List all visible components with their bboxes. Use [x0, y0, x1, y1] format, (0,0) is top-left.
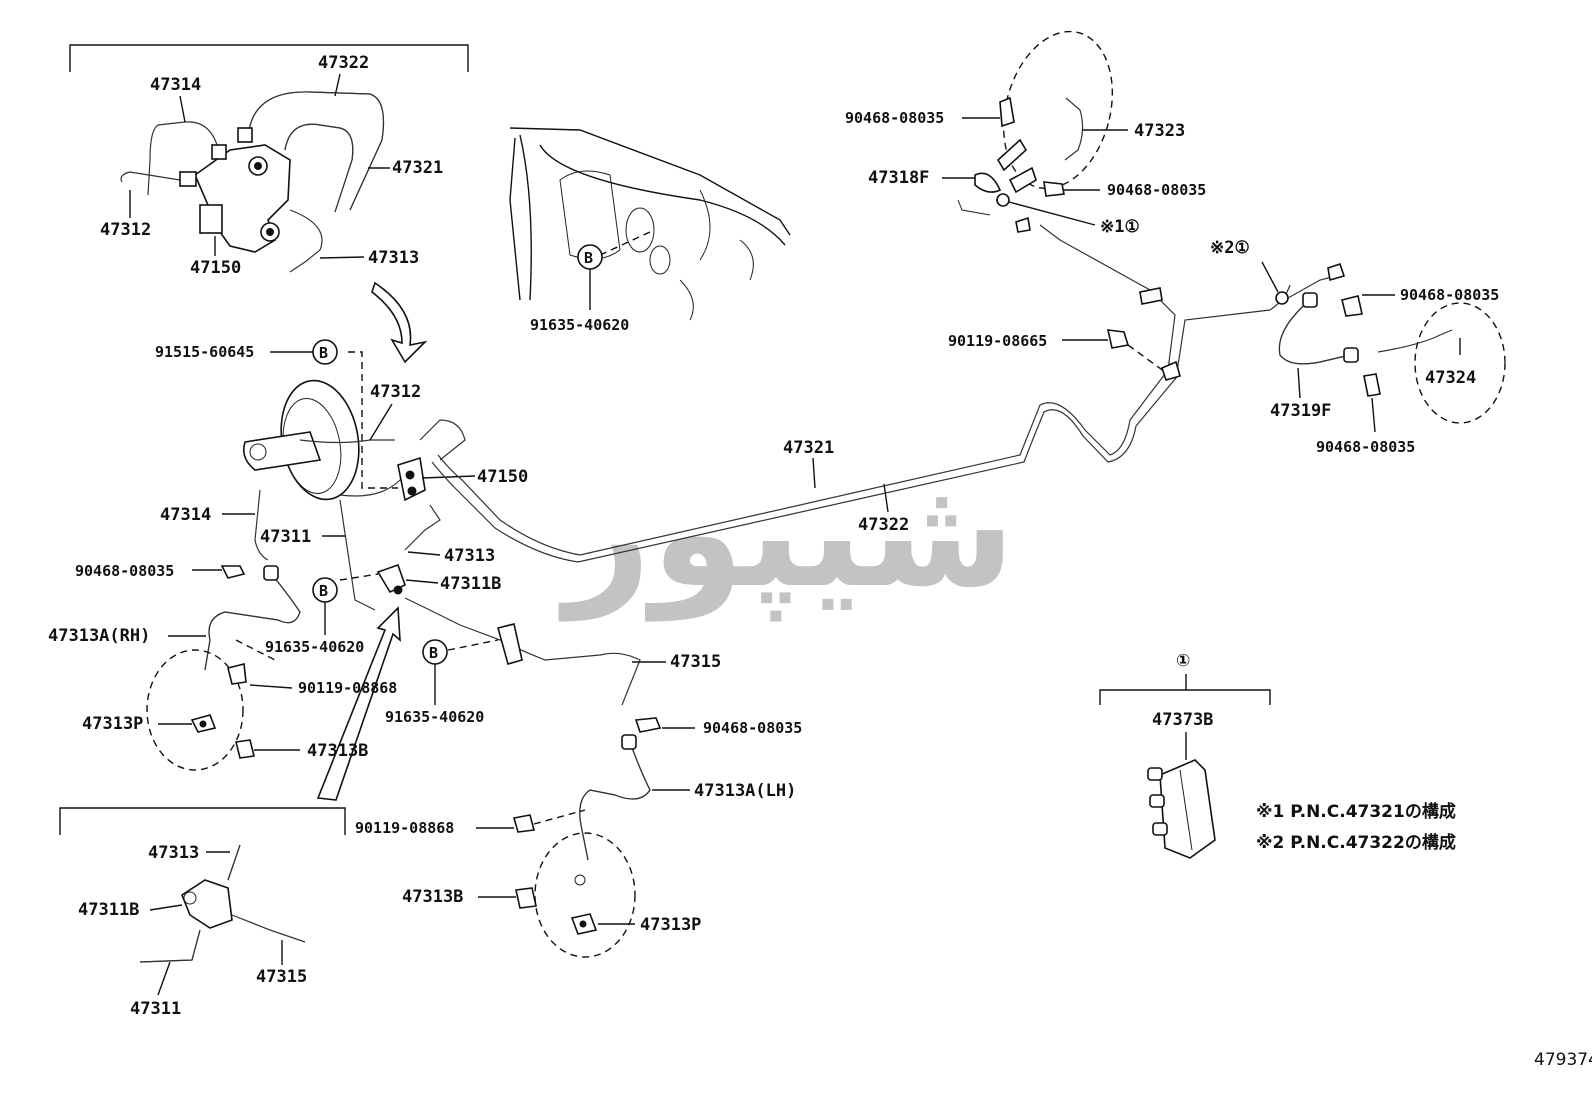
rear-rh-area: 90468-08035 47323 47318F 90468-08035 ※1① — [845, 30, 1206, 237]
label-47311B-bottom: 47311B — [78, 900, 139, 920]
label-47318F: 47318F — [868, 168, 929, 188]
label-90468-08035-left: 90468-08035 — [75, 562, 174, 580]
footnote-2: ※2 P.N.C.47322の構成 — [1256, 832, 1456, 853]
bracket-top-left — [69, 44, 469, 72]
label-47313B-left: 47313B — [307, 741, 368, 761]
label-47313P-mid: 47313P — [640, 915, 701, 935]
label-47311-main: 47311 — [260, 527, 311, 547]
diagram-number: 479374 — [1534, 1050, 1592, 1070]
firewall-panel: B 91635-40620 — [509, 127, 791, 334]
label-90119-08868-left: 90119-08868 — [298, 679, 397, 697]
label-47312-main: 47312 — [370, 382, 421, 402]
label-90119-08868-mid: 90119-08868 — [355, 819, 454, 837]
kit-47373B: ① 47373B — [1099, 651, 1271, 859]
label-note1: ※1① — [1100, 217, 1140, 237]
watermark-logo: شیپور — [558, 447, 1015, 622]
master-cylinder-area: B 91515-60645 47312 47150 47314 47311 47… — [75, 339, 528, 801]
label-47312-top: 47312 — [100, 220, 151, 240]
label-90468-08035-tr-a: 90468-08035 — [845, 109, 944, 127]
lh-hose-area: B 91635-40620 47315 90468-08035 47313A(L… — [355, 597, 802, 958]
label-47324: 47324 — [1425, 368, 1476, 388]
label-47313-bottom: 47313 — [148, 843, 199, 863]
label-90468-08035-mid: 90468-08035 — [703, 719, 802, 737]
label-90468-08035-tr-b: 90468-08035 — [1107, 181, 1206, 199]
top-left-assembly: 47322 47314 47321 47312 47150 47313 — [69, 44, 469, 278]
label-47150-top: 47150 — [190, 258, 241, 278]
rh-hose: 47313A(RH) 90119-08868 47313P 47313B — [48, 565, 397, 771]
footnote-1: ※1 P.N.C.47321の構成 — [1256, 801, 1456, 822]
b-marker-2: B — [319, 582, 328, 600]
label-47314-top: 47314 — [150, 75, 201, 95]
b-marker-3: B — [429, 644, 438, 662]
label-90119-08665: 90119-08665 — [948, 332, 1047, 350]
label-47319F: 47319F — [1270, 401, 1331, 421]
label-47315-main: 47315 — [670, 652, 721, 672]
b-marker-1: B — [319, 344, 328, 362]
label-91635-40620-mid: 91635-40620 — [265, 638, 364, 656]
bottom-left-assembly: 47313 47311B 47315 47311 — [59, 807, 346, 1019]
label-47315-bottom: 47315 — [256, 967, 307, 987]
label-90468-08035-tr-d: 90468-08035 — [1316, 438, 1415, 456]
label-90468-08035-tr-c: 90468-08035 — [1400, 286, 1499, 304]
label-47311-bottom: 47311 — [130, 999, 181, 1019]
kit-circle-marker: ① — [1176, 651, 1190, 671]
label-47314-main: 47314 — [160, 505, 211, 525]
label-91635-40620-low: 91635-40620 — [385, 708, 484, 726]
label-91635-40620-top: 91635-40620 — [530, 316, 629, 334]
label-91515-60645: 91515-60645 — [155, 343, 254, 361]
rear-lh-area: ※2① 90468-08035 47324 47319F 90468-08035 — [1210, 238, 1506, 456]
label-47322-top: 47322 — [318, 53, 369, 73]
label-47313-main: 47313 — [444, 546, 495, 566]
svg-text:شیپور: شیپور — [558, 447, 1015, 622]
label-47323: 47323 — [1134, 121, 1185, 141]
label-47311B-main: 47311B — [440, 574, 501, 594]
label-47313A-RH: 47313A(RH) — [48, 626, 150, 646]
arrow-down — [371, 281, 428, 364]
main-brake-lines: 47321 47322 90119-08665 — [431, 224, 1291, 563]
label-47321-pipe: 47321 — [783, 438, 834, 458]
label-47313B-mid: 47313B — [402, 887, 463, 907]
label-47322-pipe: 47322 — [858, 515, 909, 535]
arrow-up — [316, 606, 401, 801]
label-47321-top: 47321 — [392, 158, 443, 178]
b-marker-top: B — [584, 249, 593, 267]
label-47313-top: 47313 — [368, 248, 419, 268]
label-47313A-LH: 47313A(LH) — [694, 781, 796, 801]
label-47150-main: 47150 — [477, 467, 528, 487]
label-47373B: 47373B — [1152, 710, 1213, 730]
label-note2: ※2① — [1210, 238, 1250, 258]
label-47313P-left: 47313P — [82, 714, 143, 734]
